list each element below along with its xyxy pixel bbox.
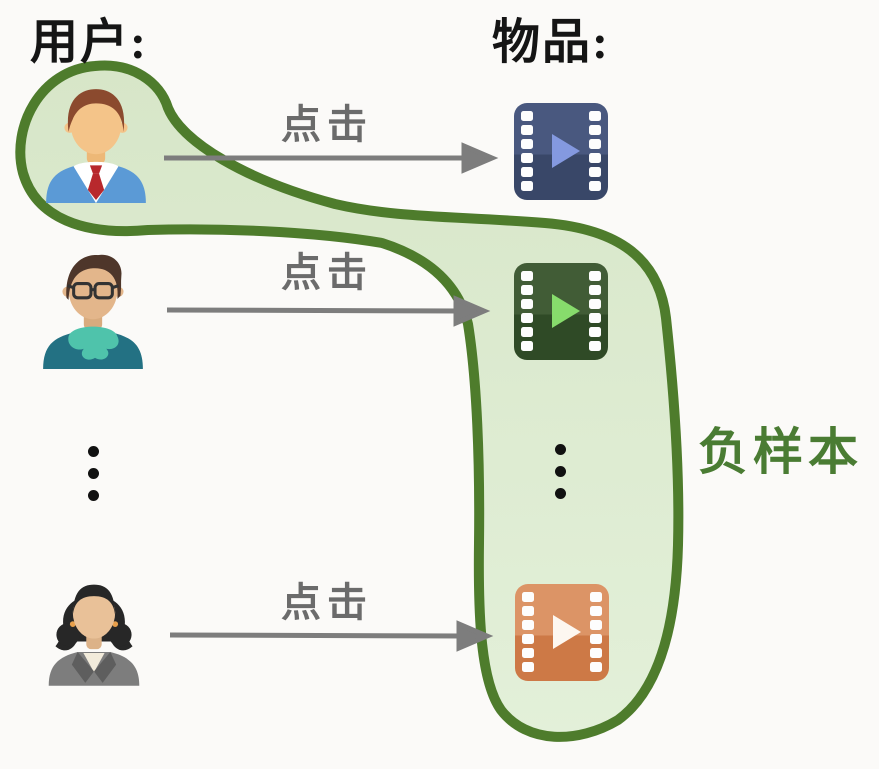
film-sprocket-holes (589, 111, 601, 191)
man-glasses-scarf-icon (43, 254, 143, 370)
negative-samples-label: 负样本 (698, 424, 863, 480)
item-film-orange (515, 584, 609, 681)
play-icon (553, 615, 581, 649)
user-avatar-woman-gray-suit (41, 574, 147, 686)
item-film-blue (514, 103, 608, 200)
click-label-3: 点击 (281, 580, 373, 625)
items-ellipsis-dots (555, 444, 566, 499)
click-label-2: 点击 (281, 250, 373, 295)
click-arrow-2-head (453, 295, 491, 327)
click-arrow-3-head (456, 620, 494, 652)
play-icon (552, 294, 580, 328)
man-red-tie-icon (46, 89, 146, 204)
click-label-1: 点击 (281, 102, 373, 147)
click-arrow-2 (166, 307, 461, 314)
user-avatar-man-glasses-scarf (37, 251, 149, 370)
film-sprocket-holes (521, 111, 533, 191)
items-column-title: 物品: (492, 16, 610, 69)
film-sprocket-holes (589, 271, 601, 351)
item-film-green (514, 263, 608, 360)
film-sprocket-holes (590, 592, 602, 672)
users-column-title: 用户: (30, 16, 148, 69)
users-ellipsis-dots (88, 446, 99, 501)
click-arrow-1-head (461, 142, 499, 174)
negative-samples-outline (15, 60, 684, 742)
play-icon (552, 134, 580, 168)
user-avatar-man-red-tie (40, 85, 152, 204)
film-sprocket-holes (522, 592, 534, 672)
click-arrow-3 (169, 632, 464, 639)
woman-gray-suit-icon (48, 584, 140, 686)
film-sprocket-holes (521, 271, 533, 351)
